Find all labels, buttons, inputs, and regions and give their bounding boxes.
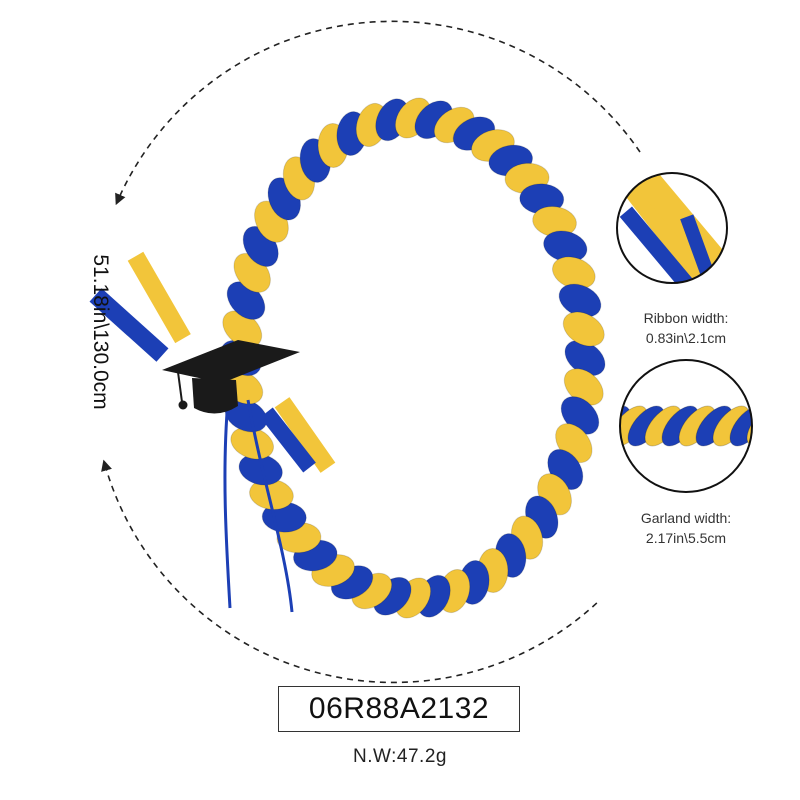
garland-width-title: Garland width: [640,510,732,526]
circumference-arrow-bottom [101,459,601,684]
circumference-arrow-top [115,20,641,206]
ribbon-width-value: 0.83in\2.1cm [645,330,727,346]
sku-box: 06R88A2132 [278,686,520,732]
net-weight: N.W:47.2g [353,746,447,767]
ribbon-width-title: Ribbon width: [643,310,729,326]
ribbon-width-label: Ribbon width: 0.83in\2.1cm [606,308,766,348]
garland-zoom-circle [619,359,753,493]
braided-garland [220,97,606,619]
ribbon-tails [89,251,336,613]
ribbon-zoom-circle [616,172,728,284]
garland-width-value: 2.17in\5.5cm [645,530,727,546]
zoom-braid-segment [729,405,752,447]
braid-segment [562,311,605,347]
circumference-label: 51.18in\130.0cm [89,254,112,410]
garland-width-label: Garland width: 2.17in\5.5cm [606,508,766,548]
graduation-cap-icon [162,340,300,414]
